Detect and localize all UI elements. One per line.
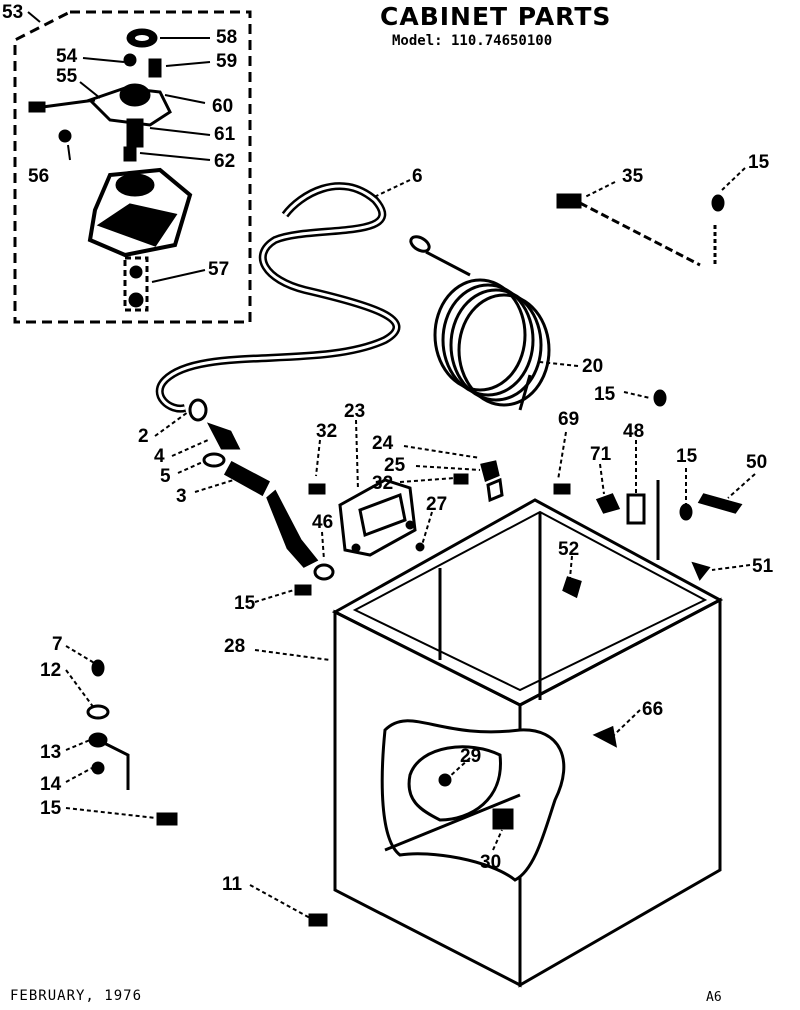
callout-25: 25 [384, 455, 406, 476]
callout-58: 58 [216, 27, 237, 48]
callout-35: 35 [622, 166, 644, 187]
callout-29: 29 [460, 746, 481, 767]
callout-14: 14 [40, 774, 62, 795]
callout-23: 23 [344, 401, 365, 422]
callout-52: 52 [558, 539, 579, 560]
top-hardware [553, 389, 743, 748]
footer-date: FEBRUARY, 1976 [10, 988, 143, 1004]
pulley-assembly [28, 28, 193, 312]
callout-4: 4 [154, 446, 165, 467]
callout-71: 71 [590, 444, 612, 465]
callout-15-top-cab: 15 [676, 446, 698, 467]
callout-7: 7 [52, 634, 63, 655]
callout-11: 11 [222, 874, 243, 895]
side-bracket-parts [86, 584, 328, 927]
callout-13: 13 [40, 742, 61, 763]
callout-15-cord: 15 [594, 384, 616, 405]
inset-border [13, 10, 252, 324]
callout-60: 60 [212, 96, 233, 117]
callout-32-mid: 32 [372, 473, 393, 494]
callout-32-left: 32 [316, 421, 337, 442]
callout-5: 5 [160, 466, 171, 487]
callout-15-left: 15 [234, 593, 256, 614]
callout-48: 48 [623, 421, 644, 442]
callout-2: 2 [138, 426, 149, 447]
inset-leaders [27, 11, 211, 283]
callout-50: 50 [746, 452, 767, 473]
callout-labels: 53 54 55 56 57 58 59 60 61 62 6 35 15 20… [2, 2, 774, 895]
bracket-23 [308, 460, 504, 557]
callout-20: 20 [582, 356, 603, 377]
callout-15-top-right: 15 [748, 152, 770, 173]
callout-6: 6 [412, 166, 423, 187]
callout-46: 46 [312, 512, 333, 533]
callout-51: 51 [752, 556, 774, 577]
cabinet-body [331, 498, 724, 988]
callout-24: 24 [372, 433, 394, 454]
callout-54: 54 [56, 46, 78, 67]
callout-30: 30 [480, 852, 501, 873]
callout-66: 66 [642, 699, 663, 720]
callout-3: 3 [176, 486, 187, 507]
callout-15-bottom-left: 15 [40, 798, 62, 819]
footer-code: A6 [706, 990, 722, 1005]
callout-57: 57 [208, 259, 229, 280]
callout-69: 69 [558, 409, 579, 430]
callout-56: 56 [28, 166, 49, 187]
callout-62: 62 [214, 151, 235, 172]
callout-12: 12 [40, 660, 61, 681]
callout-55: 55 [56, 66, 78, 87]
rod-35 [556, 193, 725, 267]
leader-lines [65, 167, 756, 919]
callout-27: 27 [426, 494, 447, 515]
page-title: CABINET PARTS [380, 2, 612, 31]
callout-28: 28 [224, 636, 245, 657]
callout-59: 59 [216, 51, 237, 72]
drain-hose [155, 182, 401, 413]
callout-61: 61 [214, 124, 236, 145]
callout-53: 53 [2, 2, 23, 23]
model-number: Model: 110.74650100 [392, 33, 553, 49]
power-cord [409, 235, 551, 411]
hose-fittings [188, 398, 335, 581]
